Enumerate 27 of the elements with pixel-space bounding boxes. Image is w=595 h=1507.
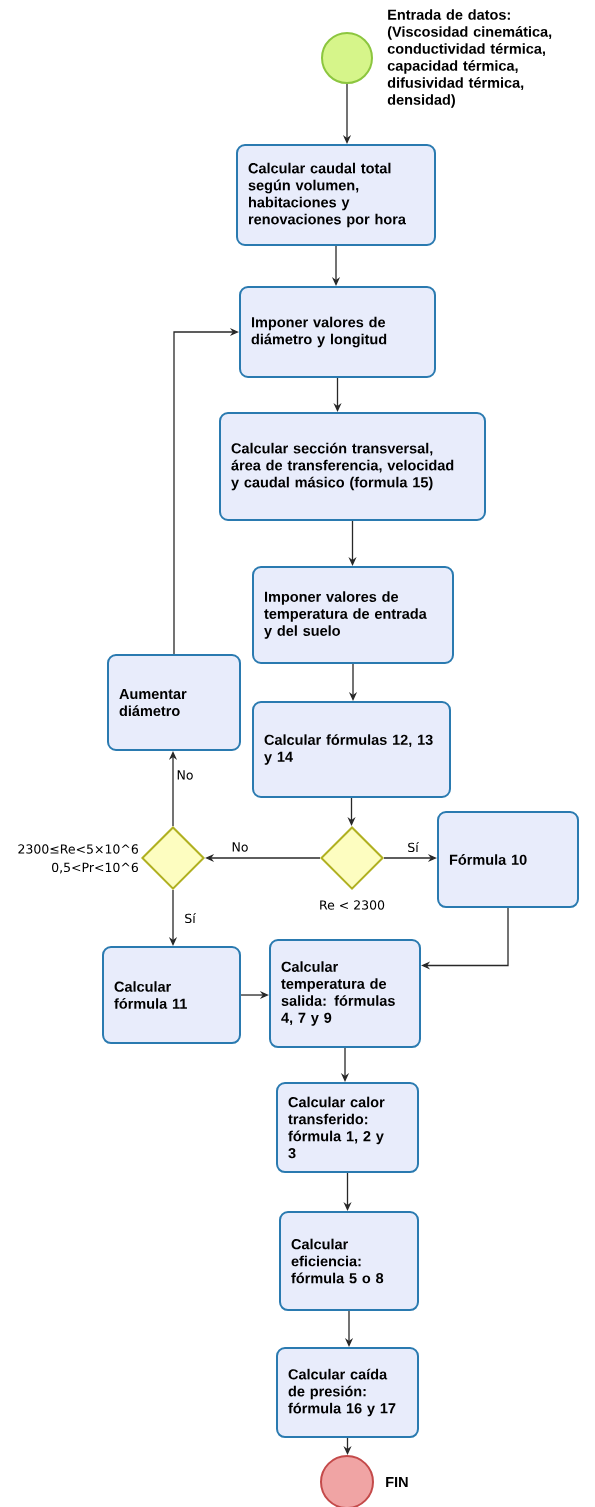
process-box: Calcular fórmulas 12, 13 y 14 [252, 701, 451, 798]
terminal-label: FIN [386, 1477, 408, 1487]
edge-label: Sí [406, 840, 420, 854]
process-box: Calcular sección transversal, área de transferencia, velocidad y caudal másico (formula 15) [219, 412, 486, 521]
decision-diamond [141, 826, 205, 890]
terminal-label: Entrada de datos: (Viscosidad cinemática, conductividad térmica, capacidad térmica, difusividad térmica, densidad) [387, 9, 552, 108]
start-circle [321, 32, 373, 84]
process-box: Calcular calor transferido: fórmula 1, 2 y 3 [276, 1082, 419, 1173]
process-box: Calcular caída de presión: fórmula 16 y 17 [276, 1347, 419, 1438]
process-box: Calcular caudal total según volumen, habitaciones y renovaciones por hora [236, 144, 436, 246]
end-circle [320, 1455, 374, 1507]
process-box: Calcular fórmula 11 [102, 946, 241, 1044]
edge-label: No [230, 841, 250, 853]
condition-label: 0,5<Pr<10^6 [52, 862, 138, 874]
condition-label: 2300≤Re<5×10^6 [18, 844, 138, 854]
edge-label: No [175, 769, 195, 781]
arrow [421, 907, 509, 970]
process-box: Aumentar diámetro [107, 654, 241, 751]
process-box: Calcular temperatura de salida: fórmulas 4, 7 y 9 [269, 939, 421, 1048]
process-box: Calcular eficiencia: fórmula 5 o 8 [279, 1211, 419, 1311]
edge-label: Sí [183, 911, 197, 925]
process-box: Imponer valores de diámetro y longitud [239, 286, 436, 378]
arrow [173, 327, 239, 655]
decision-diamond [320, 826, 384, 890]
process-box: Imponer valores de temperatura de entrada y del suelo [252, 566, 454, 664]
process-box: Fórmula 10 [437, 811, 579, 908]
condition-label: Re < 2300 [320, 900, 385, 910]
